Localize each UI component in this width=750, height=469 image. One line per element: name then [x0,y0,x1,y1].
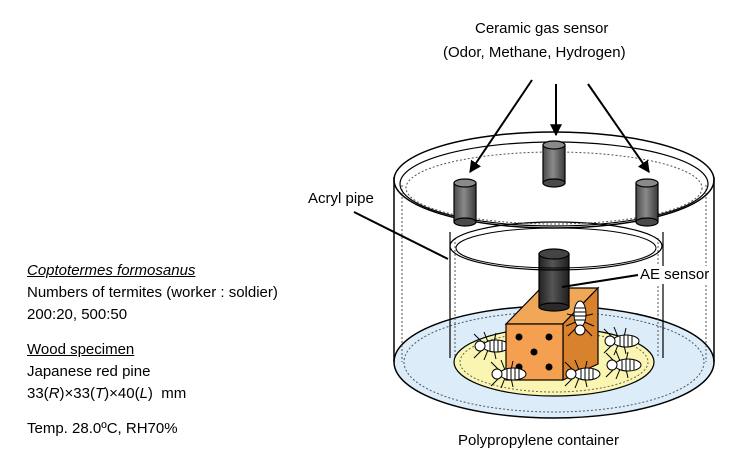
termite [473,331,510,361]
pipe-top-rim [449,221,663,271]
termite [603,326,640,356]
arrow-to-right-sensor [587,83,650,173]
termite-counts: 200:20, 500:50 [27,306,128,323]
gas-sensor-label: Ceramic gas sensor [475,20,609,37]
acryl-pipe-leader [353,211,449,260]
arrow-to-left-sensor [469,79,533,173]
gas-sensor-left [453,178,477,227]
gas-sensor-center [542,140,566,188]
wood-specimen-heading: Wood specimen [27,341,135,358]
ae-sensor [538,248,570,312]
dim-unit: ) mm [147,385,187,402]
termites-front [490,359,601,389]
dim-r-value: 33( [27,385,49,402]
container-label: Polypropylene container [458,432,619,449]
container-top-rim-dotted [405,151,703,225]
termites-back [473,326,642,380]
ae-sensor-label: AE sensor [640,266,710,284]
ae-sensor-leader [561,274,639,288]
species-name: Coptotermes formosanus [27,262,196,279]
acryl-pipe [449,232,664,358]
termite-on-block [565,300,595,337]
food-disc-inner [459,331,649,393]
dim-r-axis: R [48,385,60,402]
gas-sensor-arrows [469,79,650,173]
gas-sensor-types-label: (Odor, Methane, Hydrogen) [443,44,626,61]
gas-sensor-right [635,178,659,227]
wood-type: Japanese red pine [27,363,151,380]
acryl-pipe-label: Acryl pipe [308,190,374,207]
termite [564,359,601,389]
termite-count-label: Numbers of termites (worker : soldier) [27,284,278,301]
termite [605,350,642,380]
dim-t-axis: T [94,385,105,402]
wood-dimensions: 33(R)×33(T)×40(L) mm [27,385,186,403]
dim-t-value: )×33( [59,385,95,402]
termite [490,359,527,389]
environment-conditions: Temp. 28.0ºC, RH70% [27,420,178,437]
dim-l-value: )×40( [104,385,140,402]
dim-l-axis: L [139,385,148,402]
